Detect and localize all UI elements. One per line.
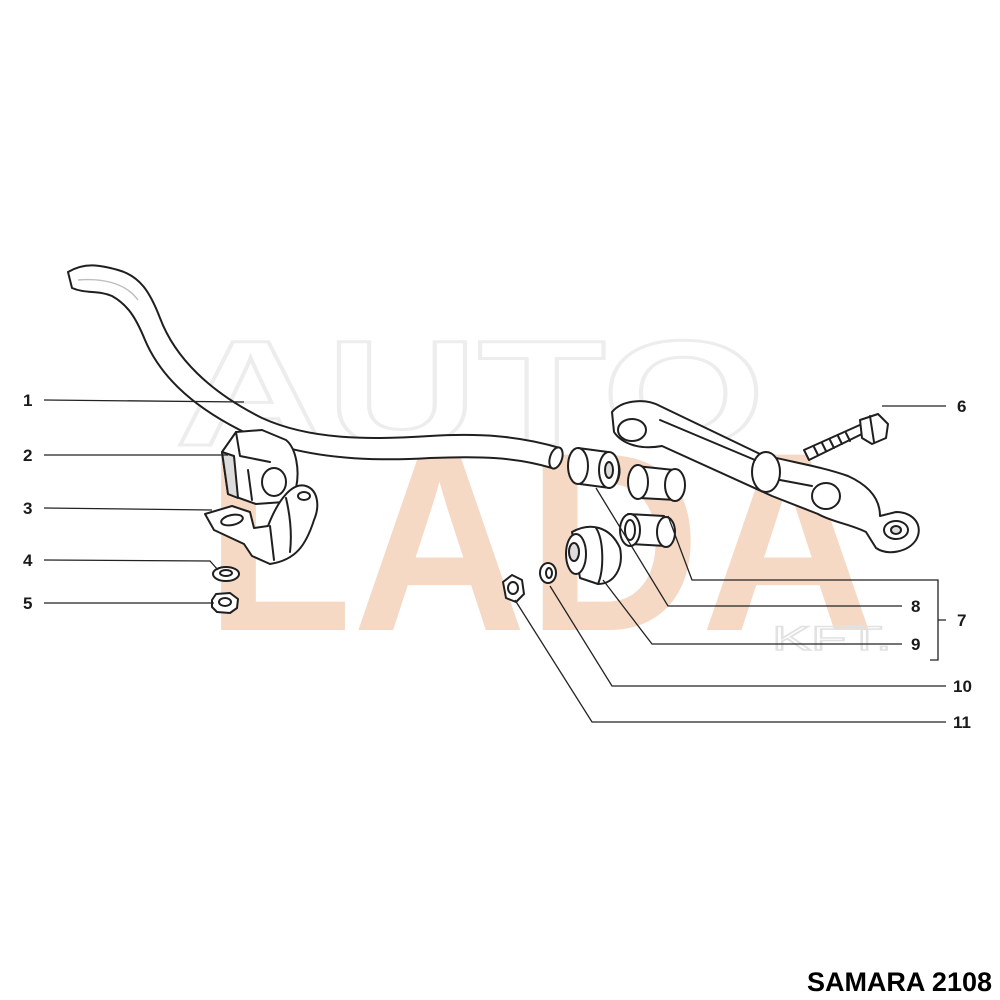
callout-10: 10 [953, 677, 972, 696]
mounting-bracket [204, 484, 319, 565]
callout-9: 9 [911, 635, 920, 654]
spring-washer [539, 562, 557, 584]
leader-4 [43, 559, 219, 571]
leader-3 [43, 507, 213, 511]
silent-block [565, 525, 622, 585]
callouts: 1 2 3 4 5 6 7 8 9 10 11 [23, 391, 972, 732]
model-caption: SAMARA 2108 [807, 967, 992, 997]
callout-3: 3 [23, 499, 32, 518]
nut [211, 592, 239, 614]
sleeve-8 [627, 464, 686, 502]
callout-7: 7 [957, 611, 966, 630]
control-arm [611, 400, 920, 554]
nut-11 [502, 574, 525, 603]
callout-1: 1 [23, 391, 32, 410]
callout-8: 8 [911, 597, 920, 616]
leader-11 [514, 599, 946, 723]
leader-8-b [595, 487, 902, 607]
bolt [803, 413, 889, 461]
leader-1 [43, 399, 245, 403]
callout-5: 5 [23, 594, 32, 613]
bracket-7 [930, 579, 946, 661]
callout-6: 6 [957, 397, 966, 416]
leader-10 [549, 585, 946, 687]
callout-11: 11 [953, 713, 971, 732]
callout-2: 2 [23, 446, 32, 465]
leader-9 [602, 579, 902, 645]
leader-8-a [667, 515, 930, 581]
stabilizer-bar [67, 264, 564, 470]
washer [212, 566, 240, 582]
watermark-small-text: KFT. [772, 620, 892, 658]
bushing-8 [567, 447, 621, 489]
callout-4: 4 [23, 551, 33, 570]
sleeve-7 [619, 513, 676, 548]
leader-lines [43, 399, 946, 723]
